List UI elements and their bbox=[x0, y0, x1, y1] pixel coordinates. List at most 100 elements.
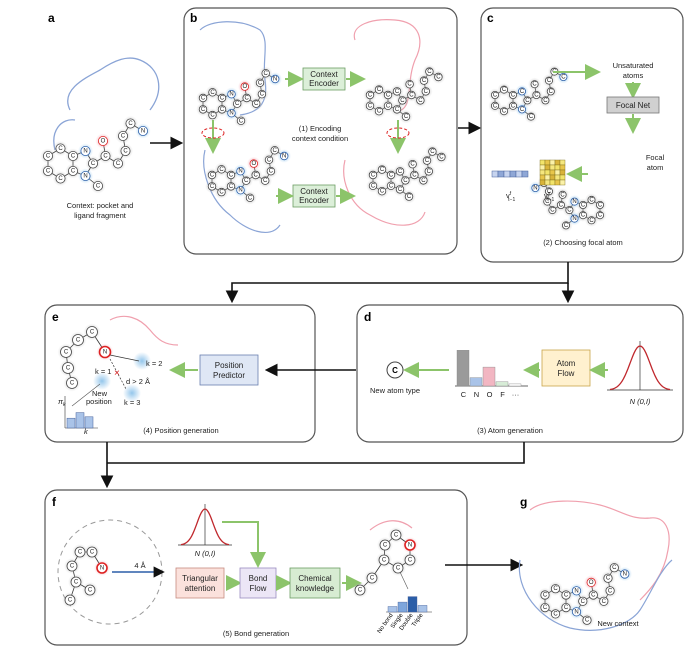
atom-symbol: C bbox=[525, 98, 530, 104]
atom-symbol: C bbox=[90, 330, 95, 336]
atom bbox=[118, 130, 129, 141]
matrix-cell bbox=[539, 164, 546, 171]
chart-f-bar bbox=[387, 606, 398, 613]
atom bbox=[264, 155, 274, 164]
pocket-g-pink bbox=[529, 500, 670, 601]
atom bbox=[62, 362, 74, 374]
atom bbox=[559, 73, 568, 82]
atom-symbol: C bbox=[511, 103, 516, 109]
chemical-knowledge-box bbox=[289, 567, 341, 599]
atom-symbol: C bbox=[404, 114, 409, 120]
atom bbox=[70, 576, 82, 588]
atom bbox=[392, 87, 402, 96]
vector-cell bbox=[497, 170, 505, 178]
atom bbox=[401, 176, 410, 185]
atom-symbol: N bbox=[623, 572, 627, 578]
matrix-cell bbox=[559, 179, 566, 186]
atom-symbol: N bbox=[574, 609, 578, 615]
atom-symbol: C bbox=[549, 89, 554, 95]
atom bbox=[530, 80, 539, 89]
atom bbox=[527, 112, 536, 121]
atom bbox=[64, 594, 76, 606]
atom bbox=[398, 96, 407, 105]
bond-flow-l2: Flow bbox=[250, 584, 267, 593]
atom bbox=[609, 563, 619, 573]
atom bbox=[548, 206, 557, 215]
matrix-cell bbox=[554, 159, 561, 166]
chart-f-bar bbox=[417, 605, 428, 613]
atom-symbol: C bbox=[567, 208, 572, 214]
atom bbox=[561, 590, 571, 600]
atom-symbol: C bbox=[70, 564, 75, 570]
vector-cell bbox=[509, 170, 517, 178]
atom bbox=[599, 596, 609, 606]
chart-d-bar bbox=[508, 383, 522, 387]
atom bbox=[587, 195, 596, 204]
connector-c-to-e bbox=[225, 262, 569, 304]
pocket-e bbox=[109, 315, 179, 346]
atom-symbol: C bbox=[254, 173, 259, 179]
pocket-outline bbox=[67, 57, 160, 111]
atom bbox=[365, 101, 375, 110]
atom-symbol: C bbox=[210, 113, 215, 119]
atom bbox=[518, 105, 527, 114]
atom-symbol: C bbox=[386, 93, 391, 99]
atom-symbol: N bbox=[408, 543, 412, 549]
atom-symbol: C bbox=[371, 183, 376, 189]
atom-symbol: C bbox=[58, 146, 63, 152]
matrix-cell bbox=[544, 164, 551, 171]
atom bbox=[261, 69, 270, 78]
atom bbox=[419, 176, 428, 185]
atom-symbol: C bbox=[403, 178, 408, 184]
atom-symbol: C bbox=[219, 190, 224, 196]
position-predictor-l1: Position bbox=[215, 361, 243, 370]
atom-symbol: C bbox=[412, 173, 417, 179]
atom-symbol: C bbox=[598, 213, 603, 219]
chart-d-bar bbox=[456, 350, 470, 387]
atom-symbol: C bbox=[400, 98, 405, 104]
caption-b-line1: (1) Encoding bbox=[299, 124, 342, 133]
atom bbox=[249, 159, 258, 168]
atom bbox=[43, 165, 54, 176]
atom-symbol: C bbox=[534, 93, 539, 99]
vector-cell bbox=[503, 170, 511, 178]
pocket-g-blue bbox=[518, 559, 673, 631]
atom-symbol: C bbox=[589, 197, 594, 203]
atom-symbol: C bbox=[520, 89, 525, 95]
atom-flow-box bbox=[541, 349, 591, 387]
atom-symbol: N bbox=[229, 111, 233, 117]
atom-symbol: C bbox=[410, 162, 415, 168]
matrix-cell bbox=[549, 159, 556, 166]
vector-cell bbox=[521, 170, 529, 178]
bond-to-k3 bbox=[109, 358, 127, 390]
atom bbox=[120, 145, 131, 156]
triangular-attention-l2: attention bbox=[185, 584, 216, 593]
atom bbox=[378, 554, 390, 566]
atom-symbol: O bbox=[589, 580, 594, 586]
matrix-cell bbox=[539, 179, 546, 186]
atom bbox=[588, 590, 598, 600]
atom bbox=[60, 346, 72, 358]
focal-net-box bbox=[606, 96, 660, 114]
atom-symbol: C bbox=[553, 586, 558, 592]
atom-symbol: C bbox=[493, 93, 498, 99]
candidate-k1 bbox=[93, 372, 111, 390]
caption-b-line2: context condition bbox=[292, 134, 348, 143]
atom-flow-l2: Flow bbox=[558, 369, 575, 378]
chart-f-tick: Triple bbox=[411, 612, 425, 628]
atom-symbol: C bbox=[427, 69, 432, 75]
atom-symbol: C bbox=[264, 71, 269, 77]
chart-f-bar bbox=[397, 601, 408, 613]
atom-symbol: C bbox=[58, 176, 63, 182]
atom bbox=[596, 200, 605, 209]
arrow-noise-to-bond bbox=[222, 521, 266, 568]
atom-symbol: C bbox=[502, 109, 507, 115]
atom bbox=[545, 187, 554, 196]
feature-vector-f bbox=[491, 170, 529, 178]
atom-symbol: N bbox=[83, 149, 87, 155]
atom bbox=[545, 76, 554, 85]
atom bbox=[543, 197, 552, 206]
